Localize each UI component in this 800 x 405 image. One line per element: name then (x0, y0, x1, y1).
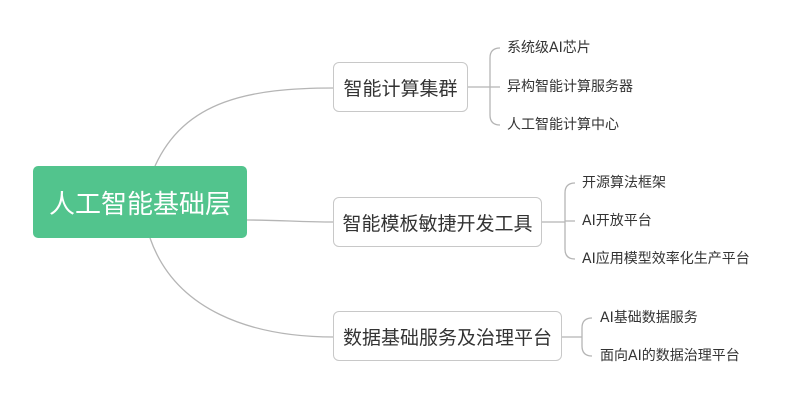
branch-node-2[interactable]: 智能模板敏捷开发工具 (333, 197, 542, 247)
root-node[interactable]: 人工智能基础层 (33, 166, 247, 238)
branch-label: 数据基础服务及治理平台 (342, 326, 552, 349)
leaf-node[interactable]: 异构智能计算服务器 (507, 79, 633, 95)
bracket-branch-1 (467, 47, 501, 126)
leaf-node[interactable]: 人工智能计算中心 (507, 117, 619, 133)
branch-node-1[interactable]: 智能计算集群 (333, 62, 468, 112)
leaf-node[interactable]: AI应用模型效率化生产平台 (582, 251, 750, 267)
connector-root-branch-2 (246, 219, 335, 223)
branch-label: 智能模板敏捷开发工具 (342, 212, 533, 235)
leaf-node[interactable]: AI开放平台 (582, 213, 652, 229)
connector-root-branch-1 (154, 87, 335, 167)
root-label: 人工智能基础层 (48, 189, 231, 220)
leaf-node[interactable]: 面向AI的数据治理平台 (600, 348, 740, 364)
bracket-branch-3 (561, 317, 593, 357)
leaf-node[interactable]: AI基础数据服务 (600, 310, 698, 326)
connector-root-branch-3 (149, 237, 335, 338)
leaf-node[interactable]: 系统级AI芯片 (507, 40, 591, 56)
leaf-node[interactable]: 开源算法框架 (582, 175, 666, 191)
branch-label: 智能计算集群 (343, 77, 458, 100)
branch-node-3[interactable]: 数据基础服务及治理平台 (333, 311, 562, 361)
bracket-branch-2 (541, 182, 576, 260)
